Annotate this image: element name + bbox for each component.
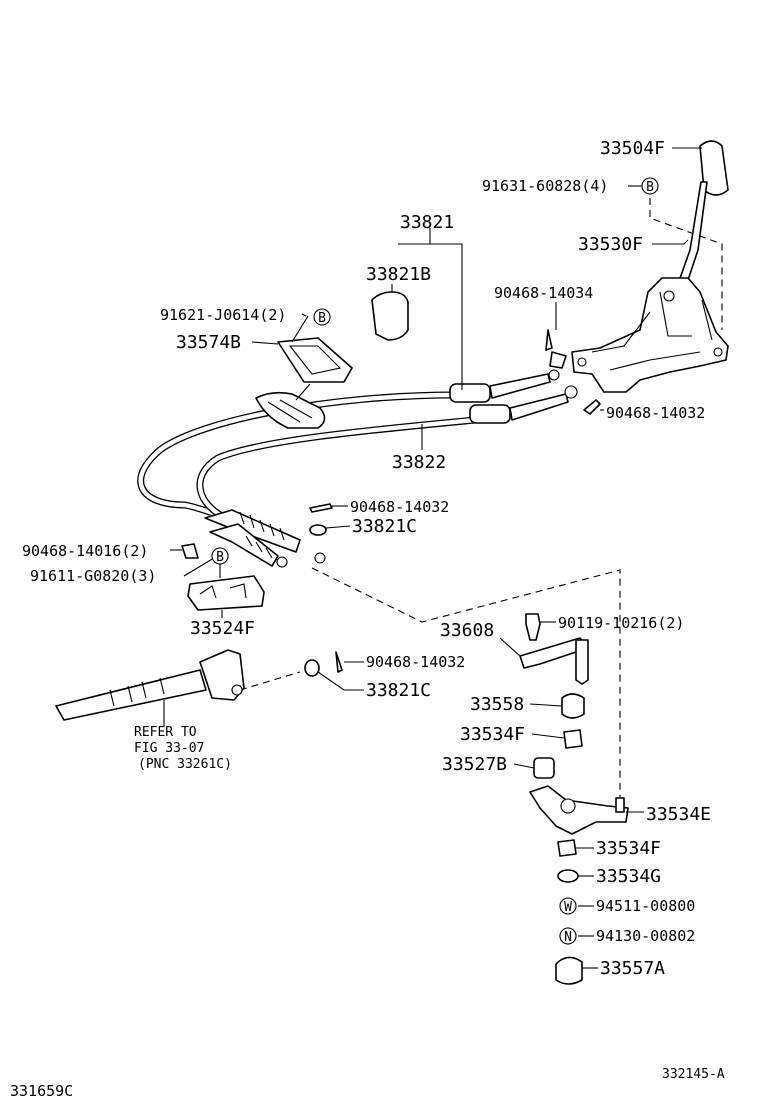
- label-33821C-lower: 33821C: [366, 680, 431, 701]
- symbol-n: N: [564, 930, 572, 945]
- symbol-n-circle: [559, 927, 577, 945]
- label-33524F: 33524F: [190, 618, 255, 639]
- plate-33574B: [277, 337, 353, 383]
- label-90468-14032-lower: 90468-14032: [366, 653, 465, 671]
- refer-note: REFER TO FIG 33-07 (PNC 33261C): [134, 725, 232, 772]
- label-91611-G0820: 91611-G0820(3): [30, 567, 156, 585]
- grommet-33821B: [371, 291, 409, 341]
- symbol-b-2: B: [318, 311, 326, 326]
- dashed-guides: [239, 198, 723, 808]
- label-90468-14032-right: 90468-14032: [606, 404, 705, 422]
- figure-id: 331659C: [10, 1082, 73, 1100]
- label-33504F: 33504F: [600, 138, 665, 159]
- part-labels: 33504F 91631-60828(4) 33530F 33821 33821…: [22, 138, 711, 979]
- label-33534G: 33534G: [596, 866, 661, 887]
- label-33534F-lower: 33534F: [596, 838, 661, 859]
- label-94511-00800: 94511-00800: [596, 897, 695, 915]
- symbol-b-circle-2: [313, 308, 331, 326]
- label-90468-14034: 90468-14034: [494, 284, 593, 302]
- label-91631-60828: 91631-60828(4): [482, 177, 608, 195]
- shift-lever-housing: [571, 277, 729, 393]
- label-33822: 33822: [392, 452, 446, 473]
- transaxle-shaft: [55, 649, 245, 721]
- refer-line-3: (PNC 33261C): [138, 757, 232, 772]
- shift-lever-rod: [677, 181, 708, 287]
- figure-ref: 332145-A: [662, 1067, 725, 1082]
- label-33534F-upper: 33534F: [460, 724, 525, 745]
- arm-33534E: [529, 785, 629, 835]
- bracket-33524F: [187, 575, 265, 611]
- symbol-circles: B B B W N: [211, 177, 659, 945]
- label-33821B: 33821B: [366, 264, 431, 285]
- label-33608: 33608: [440, 620, 494, 641]
- leader-lines: [163, 147, 702, 969]
- symbol-w: W: [564, 900, 572, 915]
- shift-cables: [137, 369, 578, 568]
- label-33558: 33558: [470, 694, 524, 715]
- label-33530F: 33530F: [578, 234, 643, 255]
- label-33534E: 33534E: [646, 804, 711, 825]
- refer-line-2: FIG 33-07: [134, 741, 204, 756]
- symbol-b-3: B: [216, 550, 224, 565]
- label-33821: 33821: [400, 212, 454, 233]
- symbol-w-circle: [559, 897, 577, 915]
- label-33821C-upper: 33821C: [352, 516, 417, 537]
- symbol-b-circle-3: [211, 547, 229, 565]
- shift-lever-assembly: [571, 140, 729, 393]
- symbol-b-1: B: [646, 180, 654, 195]
- refer-line-1: REFER TO: [134, 725, 197, 740]
- symbol-b-circle-1: [641, 177, 659, 195]
- label-90119-10216: 90119-10216(2): [558, 614, 684, 632]
- label-94130-00802: 94130-00802: [596, 927, 695, 945]
- label-33557A: 33557A: [600, 958, 665, 979]
- label-91621-J0614: 91621-J0614(2): [160, 306, 286, 324]
- label-90468-14016: 90468-14016(2): [22, 542, 148, 560]
- label-33527B: 33527B: [442, 754, 507, 775]
- label-33574B: 33574B: [176, 332, 241, 353]
- small-parts: [181, 291, 629, 985]
- cable-boot: [255, 391, 326, 429]
- label-90468-14032-mid: 90468-14032: [350, 498, 449, 516]
